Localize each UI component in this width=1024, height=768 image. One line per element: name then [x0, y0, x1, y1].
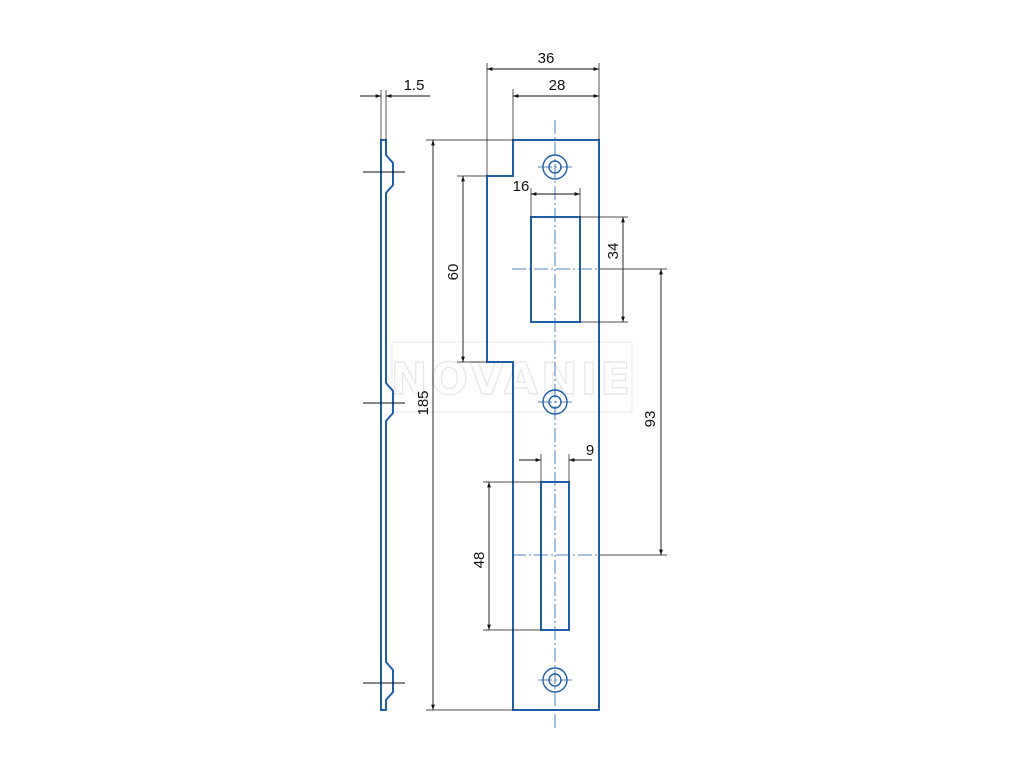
- bolt-hole: [540, 481, 570, 631]
- total-height-label: 185: [415, 390, 432, 415]
- dimension-lines: 36 28 185 60 16 34 93: [415, 50, 667, 711]
- front-view: [486, 120, 600, 728]
- screw-hole-bottom: [538, 667, 572, 693]
- notch-height-label: 60: [445, 264, 462, 281]
- plate-width-label: 28: [549, 77, 566, 94]
- latch-hole-width-label: 16: [513, 178, 530, 195]
- side-view-profile: [380, 139, 394, 711]
- latch-hole-height-label: 34: [605, 243, 622, 260]
- latch-hole: [530, 216, 581, 323]
- bolt-hole-width-label: 9: [586, 442, 594, 459]
- screw-hole-middle: [538, 389, 572, 415]
- thickness-label: 1.5: [404, 77, 425, 94]
- total-width-label: 36: [538, 50, 555, 67]
- hole-spacing-label: 93: [642, 411, 659, 428]
- screw-hole-top: [538, 154, 572, 180]
- side-view: 1.5: [360, 77, 430, 711]
- plate-outline: [486, 139, 600, 711]
- bolt-hole-height-label: 48: [471, 552, 488, 569]
